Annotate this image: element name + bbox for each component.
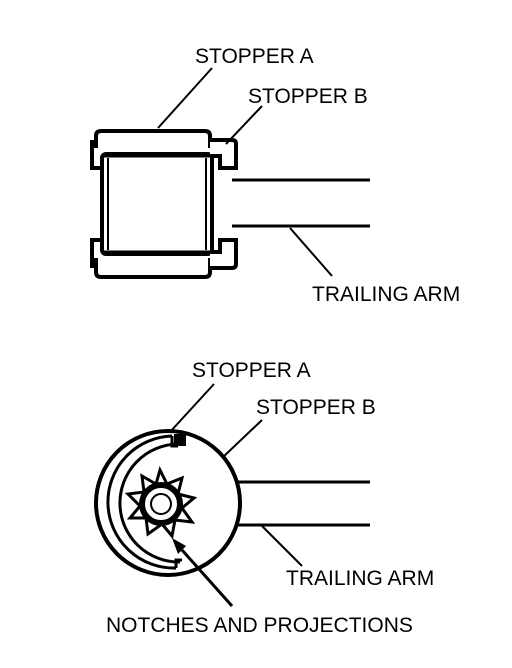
- stopper-a-label-bottom: STOPPER A: [192, 359, 311, 382]
- stopper-b-top: [90, 138, 238, 270]
- leader-lines-top: [157, 67, 333, 277]
- notches-label: NOTCHES AND PROJECTIONS: [106, 614, 413, 637]
- stopper-a-top: [94, 129, 212, 279]
- trailing-arm-label-bottom: TRAILING ARM: [286, 567, 434, 590]
- stopper-a-arc: [106, 434, 186, 570]
- stopper-a-label-top: STOPPER A: [195, 45, 314, 68]
- trailing-arm-label-top: TRAILING ARM: [312, 283, 460, 306]
- bushing-body-top: [100, 152, 214, 256]
- bottom-view: STOPPER A STOPPER B TRAILING ARM NOTCHES…: [94, 359, 434, 637]
- trailing-arm-top: [232, 178, 370, 228]
- notched-hub: [124, 465, 198, 540]
- top-view: STOPPER A STOPPER B TRAILING ARM: [90, 45, 460, 306]
- trailing-arm-bottom: [232, 480, 370, 527]
- stopper-b-label-top: STOPPER B: [248, 85, 368, 108]
- notches-arrow: [172, 538, 234, 607]
- stopper-b-label-bottom: STOPPER B: [256, 396, 376, 419]
- leader-lines-bottom: [169, 383, 303, 567]
